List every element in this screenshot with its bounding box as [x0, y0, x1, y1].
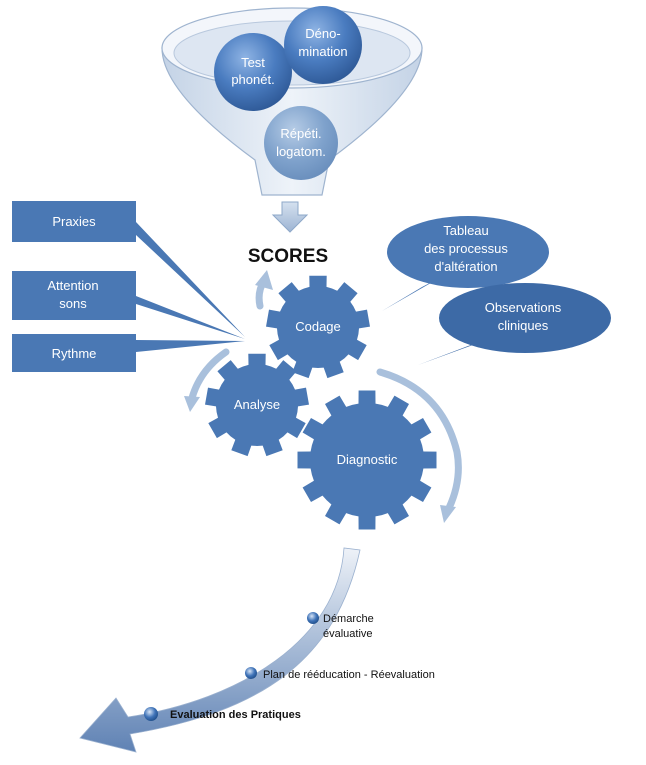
gear-label: Diagnostic [337, 452, 398, 467]
gear-icon [205, 353, 309, 457]
scores-label: SCORES [248, 246, 328, 267]
cycle-arrowheads [184, 270, 456, 523]
bullet-icon [307, 612, 319, 624]
left-box-label: Rythme [52, 346, 97, 361]
step-plan-reeducation: Plan de rééducation - Réevaluation [245, 667, 435, 681]
gear-label: Analyse [234, 397, 280, 412]
gear-codage: Codage [266, 275, 370, 379]
step-label: Evaluation des Pratiques [170, 709, 301, 721]
funnel-input-label: Répéti.logatom. [276, 126, 326, 159]
bullet-icon [245, 667, 257, 679]
left-box-label: Praxies [52, 214, 96, 229]
funnel-input-denomination: Déno-mination [284, 6, 362, 84]
left-box-rythme: Rythme [12, 334, 245, 372]
step-label: Plan de rééducation - Réevaluation [263, 669, 435, 681]
funnel-input-repeti-logatom: Répéti.logatom. [264, 106, 338, 180]
gear-icon [297, 390, 437, 530]
gear-diagnostic: Diagnostic [297, 390, 437, 530]
big-curved-arrow [79, 547, 361, 753]
gear-label: Codage [295, 319, 341, 334]
gear-analyse: Analyse [205, 353, 309, 457]
funnel-output-arrow-icon [271, 201, 309, 233]
left-box-praxies: Praxies [12, 201, 245, 337]
gear-icon [266, 275, 370, 379]
step-evaluation-pratiques: Evaluation des Pratiques [144, 707, 301, 721]
funnel-input-label: Déno-mination [298, 26, 347, 59]
bullet-icon [144, 707, 158, 721]
